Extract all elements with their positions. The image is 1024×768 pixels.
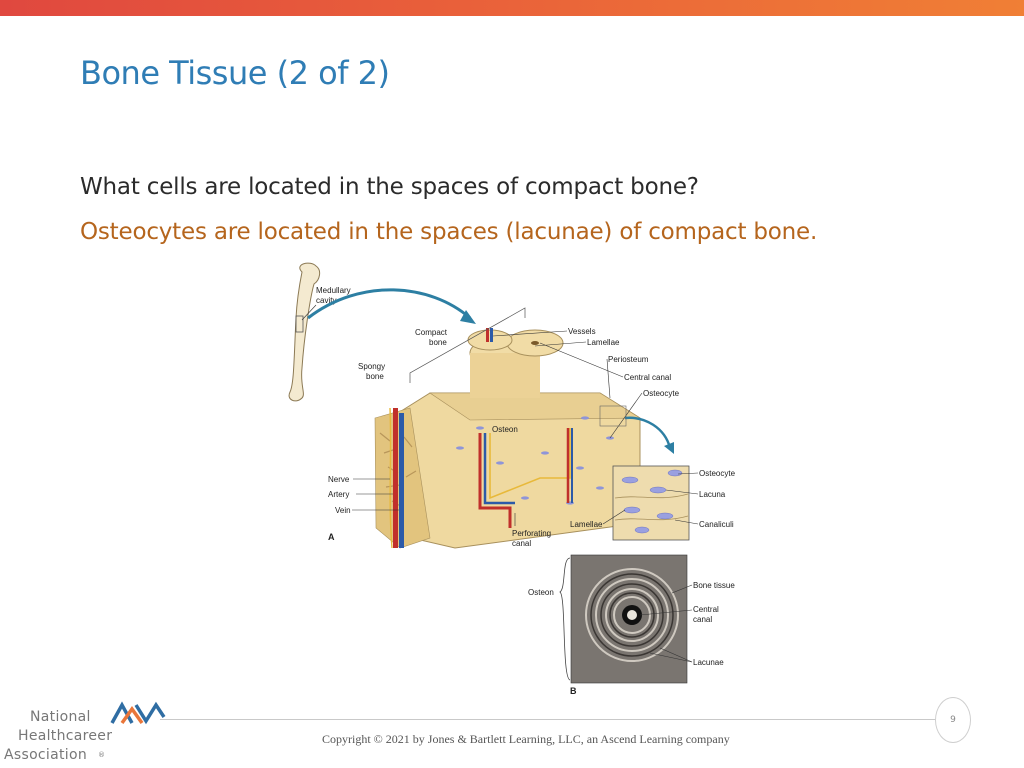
answer-text: Osteocytes are located in the spaces (la… xyxy=(80,219,818,245)
footer-divider xyxy=(160,719,936,720)
label-medullary: Medullary xyxy=(316,286,351,295)
question-text: What cells are located in the spaces of … xyxy=(80,174,699,200)
micrograph-panel xyxy=(570,554,688,684)
label-osteon: Osteon xyxy=(492,425,518,434)
label-vein: Vein xyxy=(335,506,351,515)
logo-line1: National xyxy=(30,709,91,725)
nha-logo-mark xyxy=(110,701,166,725)
label-nerve: Nerve xyxy=(328,475,350,484)
label-central-canal: Central canal xyxy=(624,373,671,382)
label-spongy: Spongy xyxy=(358,362,385,371)
label-inset-canaliculi: Canaliculi xyxy=(699,520,734,529)
label-lamellae: Lamellae xyxy=(587,338,620,347)
label-inset-osteocyte: Osteocyte xyxy=(699,469,736,478)
label-micro-central: Central xyxy=(693,605,719,614)
label-inset-lamellae: Lamellae xyxy=(570,520,603,529)
label-compact: Compact xyxy=(415,328,448,337)
femur-illustration xyxy=(288,262,321,402)
label-panel-b: B xyxy=(570,686,577,696)
logo-line2: Healthcareer xyxy=(18,728,113,744)
copyright-text: Copyright © 2021 by Jones & Bartlett Lea… xyxy=(322,732,730,746)
top-accent-bar xyxy=(0,0,1024,16)
logo-line3: Association xyxy=(4,747,88,763)
page-number: 9 xyxy=(950,715,956,725)
label-micro-canal: canal xyxy=(693,615,712,624)
bone-tissue-figure: Medullary cavity xyxy=(288,262,736,696)
osteocyte-inset xyxy=(612,465,690,541)
label-spongy-bone: bone xyxy=(366,372,384,381)
label-perforating: Perforating xyxy=(512,529,551,538)
label-micro-osteon: Osteon xyxy=(528,588,554,597)
slide-title: Bone Tissue (2 of 2) xyxy=(80,54,390,92)
label-lacunae: Lacunae xyxy=(693,658,724,667)
label-periosteum: Periosteum xyxy=(608,355,649,364)
label-osteocyte: Osteocyte xyxy=(643,389,680,398)
logo-registered-mark: ® xyxy=(98,751,106,759)
label-compact-bone: bone xyxy=(429,338,447,347)
label-inset-lacuna: Lacuna xyxy=(699,490,726,499)
label-artery: Artery xyxy=(328,490,349,499)
label-cavity: cavity xyxy=(316,296,336,305)
label-panel-a: A xyxy=(328,532,335,542)
nha-logo: National Healthcareer Association ® xyxy=(4,701,166,765)
compact-bone-block xyxy=(374,328,642,549)
label-bone-tissue: Bone tissue xyxy=(693,581,735,590)
label-canal: canal xyxy=(512,539,531,548)
label-vessels: Vessels xyxy=(568,327,596,336)
page-number-circle xyxy=(935,697,971,743)
